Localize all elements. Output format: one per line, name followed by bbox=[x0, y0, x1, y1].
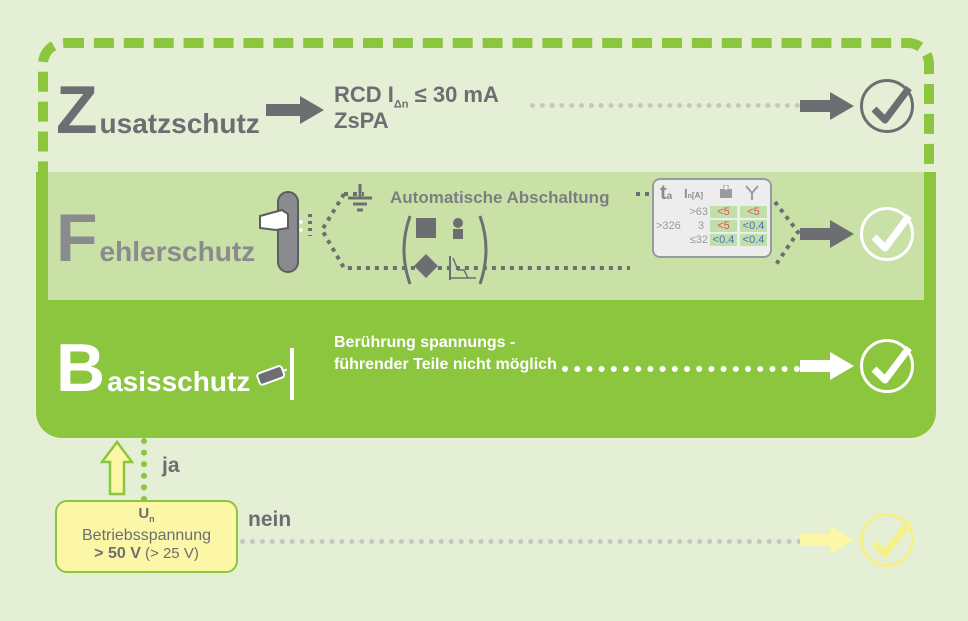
arrow-right-icon bbox=[800, 220, 854, 248]
yes-connector-line bbox=[141, 438, 147, 502]
zusatz-connector-line bbox=[530, 103, 800, 108]
title-rest: asisschutz bbox=[107, 366, 251, 397]
automatische-abschaltung-label: Automatische Abschaltung bbox=[390, 188, 610, 207]
table-row: >326 3 <5 <0.4 bbox=[654, 220, 770, 233]
no-connector-line bbox=[240, 539, 822, 544]
table-header-t: ta bbox=[660, 182, 673, 204]
insulated-probe-icon bbox=[256, 348, 294, 400]
voltage-threshold: > 50 V (> 25 V) bbox=[94, 545, 199, 562]
disconnection-time-table: ta In[A] >63 <5 <5 >326 3 <5 <0.4 ≤32 <0… bbox=[652, 178, 772, 258]
rcd-requirement: RCD IΔn ≤ 30 mA bbox=[334, 82, 499, 111]
title-rest: ehlerschutz bbox=[99, 236, 256, 267]
basisschutz-title: B asisschutz bbox=[56, 334, 250, 402]
check-circle-icon bbox=[860, 339, 914, 393]
zspa-label: ZsPA bbox=[334, 108, 389, 133]
zusatzschutz-title: Z usatzschutz bbox=[56, 76, 260, 144]
check-circle-icon bbox=[860, 207, 914, 261]
fehlerschutz-title: F ehlerschutz bbox=[56, 204, 255, 272]
ground-icon bbox=[348, 184, 372, 212]
check-circle-icon bbox=[860, 79, 914, 133]
fault-loop-line bbox=[308, 192, 801, 270]
fehlerschutz-border bbox=[36, 172, 936, 300]
yes-label: ja bbox=[162, 454, 180, 477]
plug-icon bbox=[745, 185, 759, 200]
check-circle-icon bbox=[860, 513, 914, 567]
fuse-icon bbox=[720, 185, 732, 198]
title-initial: F bbox=[56, 200, 98, 276]
title-initial: B bbox=[56, 330, 106, 406]
voltage-label: Betriebsspannung bbox=[82, 527, 211, 544]
hand-electrode-icon bbox=[259, 191, 303, 273]
arrow-right-icon bbox=[800, 526, 854, 554]
no-label: nein bbox=[248, 508, 292, 531]
table-row: ≤32 <0.4 <0.4 bbox=[654, 234, 770, 247]
operating-voltage-box: Un Betriebsspannung > 50 V (> 25 V) bbox=[55, 500, 238, 573]
table-header-i: In[A] bbox=[684, 186, 704, 201]
table-row: >63 <5 <5 bbox=[654, 206, 770, 219]
protective-devices-icon bbox=[402, 215, 488, 285]
fuse-icon bbox=[416, 218, 436, 238]
arrow-right-icon bbox=[800, 92, 854, 120]
arrow-right-icon bbox=[800, 352, 854, 380]
voltage-symbol: Un bbox=[138, 505, 155, 525]
arrow-right-icon bbox=[266, 96, 324, 124]
rcd-icon bbox=[449, 256, 476, 280]
zusatzschutz-panel bbox=[38, 38, 934, 198]
basisschutz-description: Berührung spannungs - führender Teile ni… bbox=[334, 334, 557, 373]
arrow-up-icon bbox=[100, 440, 134, 496]
title-initial: Z bbox=[56, 72, 98, 148]
basis-connector-line bbox=[562, 366, 800, 372]
title-rest: usatzschutz bbox=[99, 108, 260, 139]
